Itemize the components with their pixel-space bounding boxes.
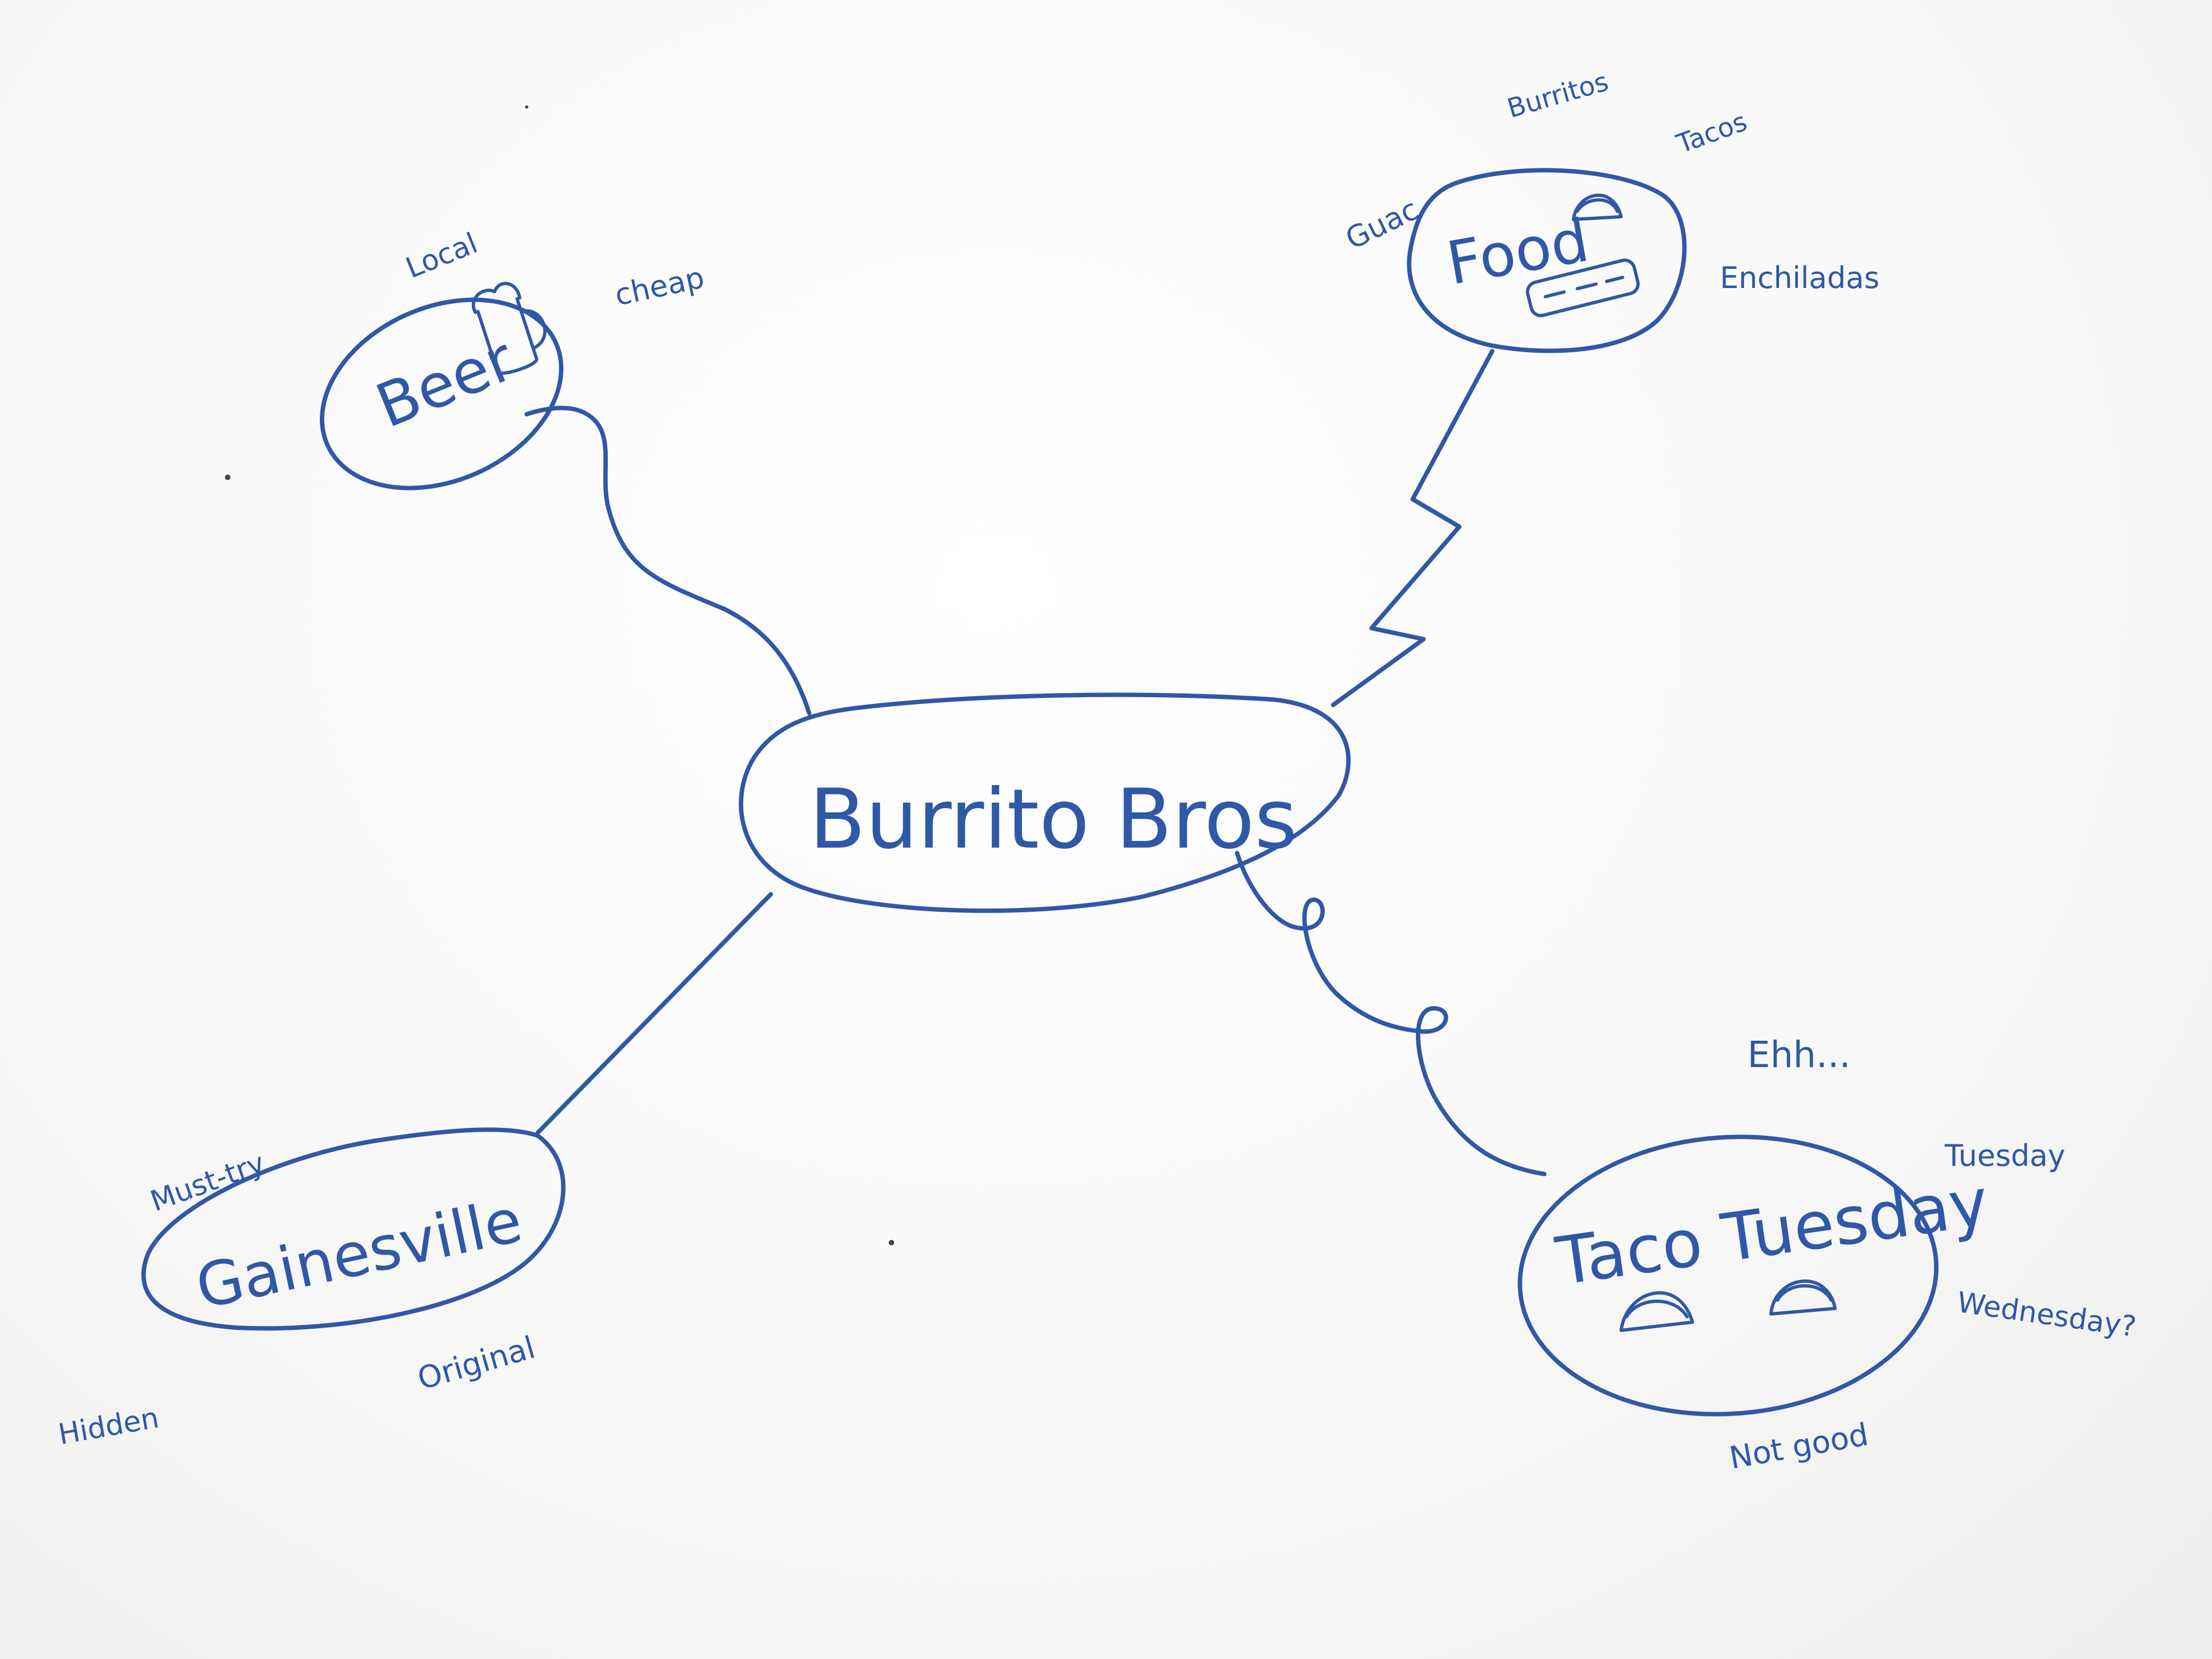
gainesville-node-outline — [141, 1127, 566, 1331]
gainesville-node-label: Gainesville — [190, 1185, 528, 1322]
note-burritos: Burritos — [1504, 66, 1612, 125]
note-ehh: Ehh... — [1747, 1034, 1850, 1076]
board-speck — [525, 105, 528, 109]
note-hidden: Hidden — [56, 1402, 161, 1452]
burrito-icon — [1526, 258, 1640, 318]
connector-taco-tuesday — [1235, 851, 1547, 1176]
note-local: Local — [401, 227, 482, 285]
connector-gainesville — [535, 892, 773, 1135]
note-tacos: Tacos — [1672, 106, 1751, 160]
beer-node-outline — [320, 297, 563, 490]
board-speck — [889, 1240, 894, 1245]
note-wednesday: Wednesday? — [1955, 1286, 2138, 1344]
connector-food — [1331, 349, 1494, 707]
note-must-try: Must-try — [146, 1147, 269, 1218]
note-enchiladas: Enchiladas — [1720, 261, 1880, 295]
beer-node-label: Beer — [366, 324, 523, 442]
taco-icon — [1769, 1279, 1837, 1316]
center-node-outline — [738, 692, 1351, 913]
taco-tuesday-node-label: Taco Tuesday — [1551, 1164, 1993, 1300]
note-tuesday: Tuesday — [1944, 1138, 2066, 1173]
beer-mug-icon — [471, 281, 547, 375]
note-cheap: cheap — [612, 260, 707, 313]
board-speck — [225, 475, 230, 480]
note-original: Original — [414, 1330, 539, 1397]
food-node-label: Food — [1442, 206, 1594, 298]
center-node-label: Burrito Bros — [809, 772, 1297, 867]
taco-icon — [1572, 194, 1623, 221]
taco-tuesday-node-outline — [1517, 1135, 1939, 1417]
taco-icon — [1620, 1291, 1694, 1332]
note-not-good: Not good — [1726, 1417, 1871, 1476]
connector-beer — [524, 405, 811, 715]
food-node-outline — [1407, 168, 1687, 353]
